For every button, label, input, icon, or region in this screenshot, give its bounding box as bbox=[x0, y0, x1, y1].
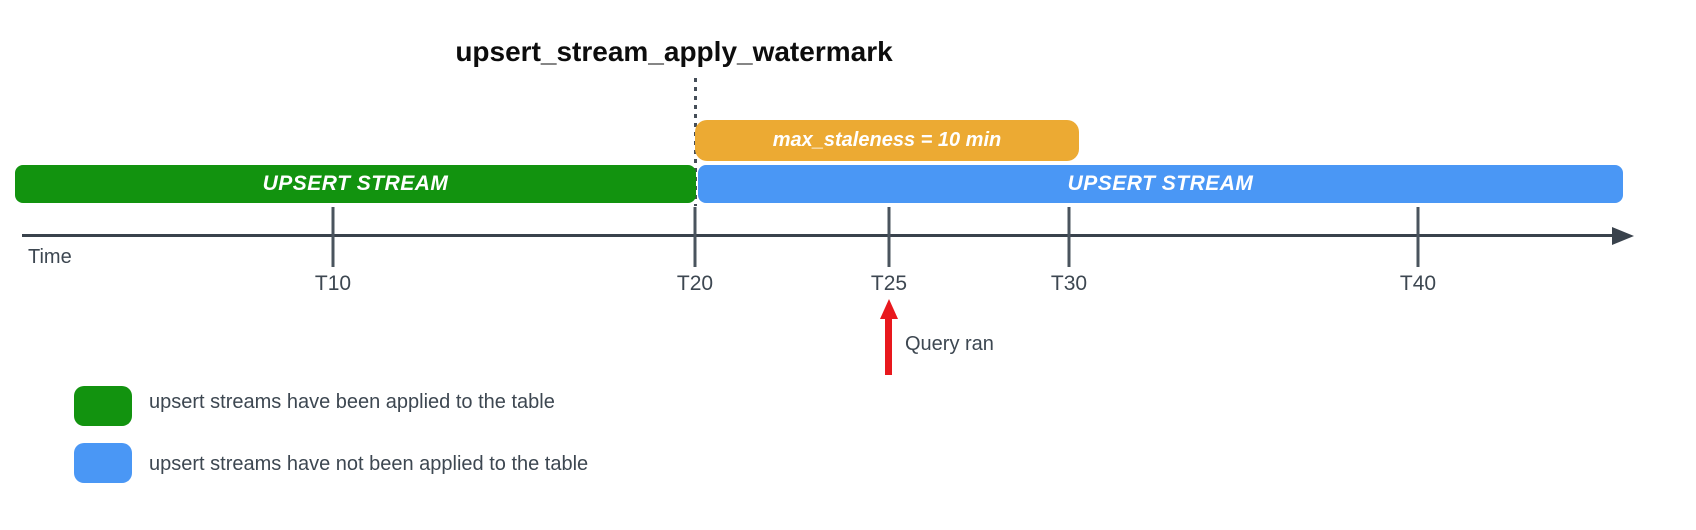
tick-label-t20: T20 bbox=[676, 272, 714, 295]
query-ran-label: Query ran bbox=[905, 333, 994, 355]
legend-swatch-applied bbox=[74, 386, 132, 426]
tick-label-t25: T25 bbox=[870, 272, 908, 295]
tick-t25 bbox=[887, 207, 891, 267]
time-axis-arrowhead-icon bbox=[1612, 227, 1634, 245]
upsert-stream-pending-label: UPSERT STREAM bbox=[1067, 172, 1254, 195]
query-ran-arrow-shaft bbox=[885, 318, 892, 375]
tick-t30 bbox=[1067, 207, 1071, 267]
time-axis-line bbox=[22, 234, 1614, 237]
tick-t20 bbox=[693, 207, 697, 267]
legend-label-not-applied: upsert streams have not been applied to … bbox=[149, 453, 589, 475]
diagram-title: upsert_stream_apply_watermark bbox=[455, 36, 893, 67]
time-axis-label: Time bbox=[28, 246, 72, 268]
tick-label-t30: T30 bbox=[1050, 272, 1088, 295]
upsert-stream-applied-bar: UPSERT STREAM bbox=[15, 165, 696, 203]
tick-label-t40: T40 bbox=[1399, 272, 1437, 295]
max-staleness-label: max_staleness = 10 min bbox=[772, 129, 1002, 151]
upsert-stream-pending-bar: UPSERT STREAM bbox=[698, 165, 1623, 203]
query-ran-arrow-icon bbox=[880, 299, 898, 319]
upsert-stream-applied-label: UPSERT STREAM bbox=[262, 172, 449, 195]
tick-t10 bbox=[331, 207, 335, 267]
tick-t40 bbox=[1416, 207, 1420, 267]
max-staleness-box: max_staleness = 10 min bbox=[695, 120, 1079, 161]
tick-label-t10: T10 bbox=[314, 272, 352, 295]
legend-label-applied: upsert streams have been applied to the … bbox=[149, 391, 555, 413]
legend-swatch-not-applied bbox=[74, 443, 132, 483]
